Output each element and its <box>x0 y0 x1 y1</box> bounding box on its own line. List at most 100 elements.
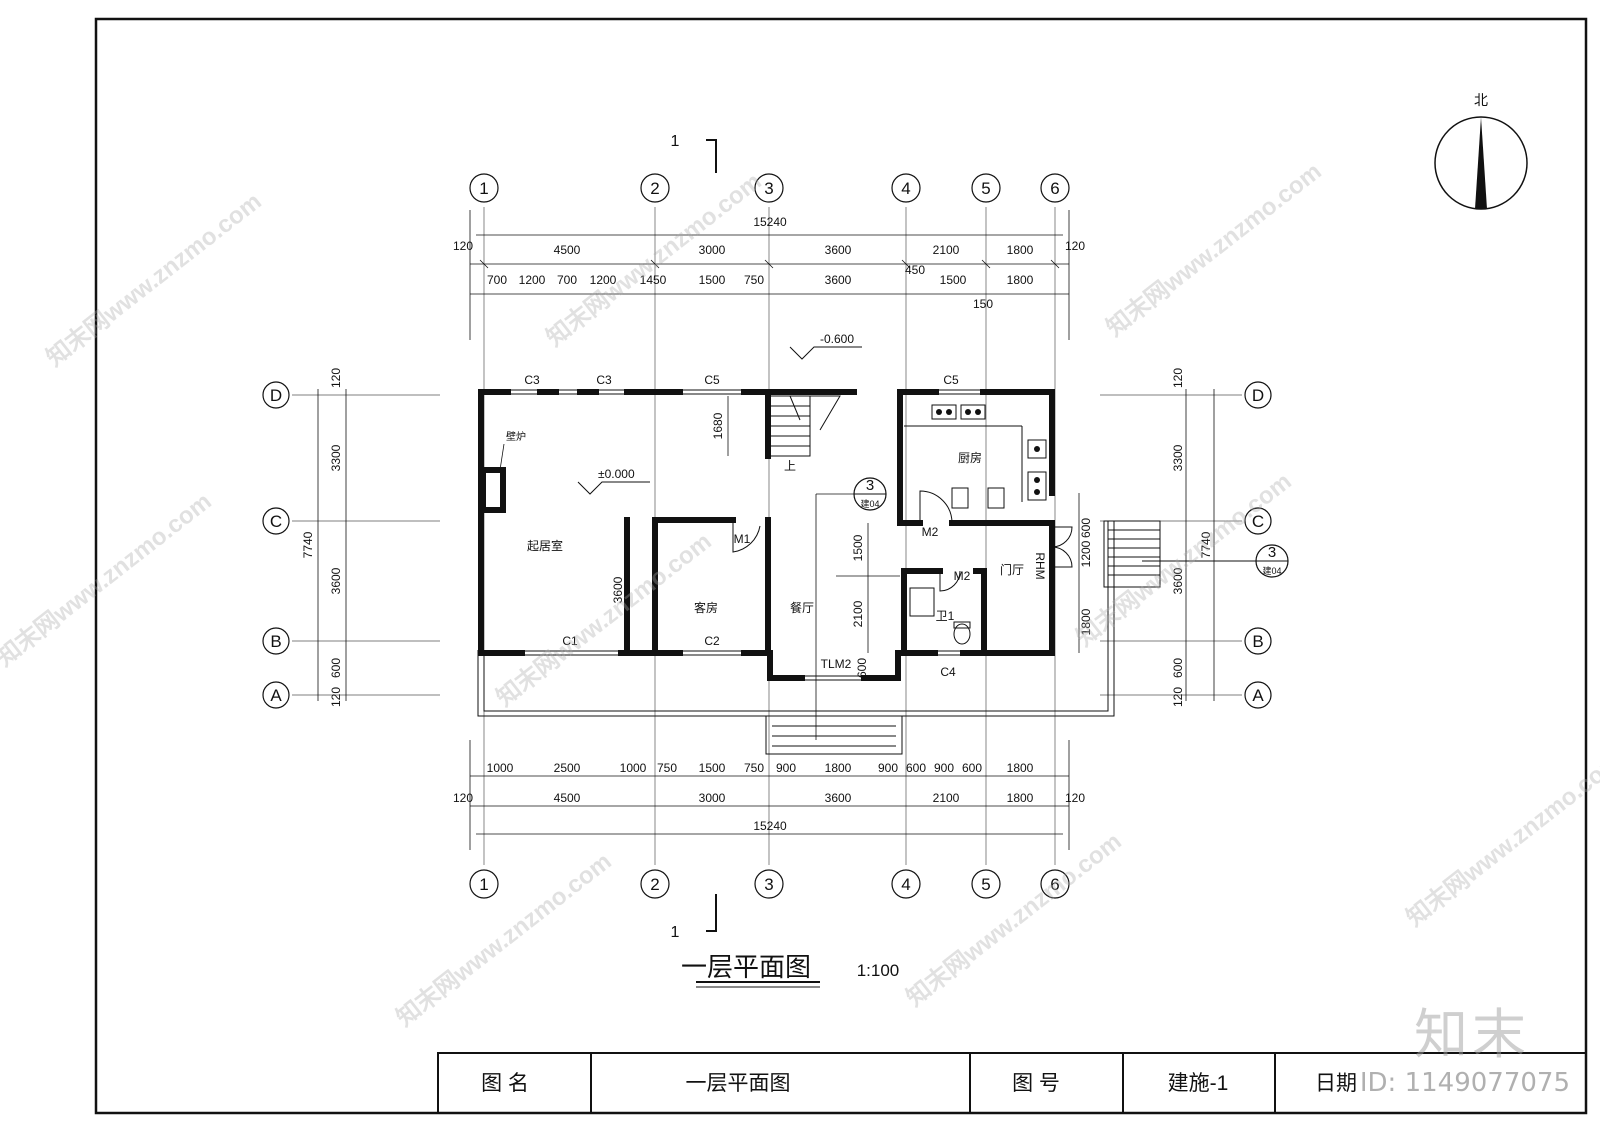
detail-number: 3 <box>866 477 874 494</box>
axis-label-y: D <box>270 386 282 405</box>
brand-logo: 知末 <box>1414 1003 1530 1066</box>
room-dining: 餐厅 <box>790 600 814 615</box>
axis-grid-lines <box>292 207 1242 865</box>
axis-label-x: 1 <box>479 179 488 198</box>
detail-sheet: 建04 <box>860 498 879 509</box>
title-block-name-label: 图 名 <box>481 1072 529 1095</box>
axis-label-x: 6 <box>1050 179 1059 198</box>
dim-overall: 7740 <box>301 531 315 558</box>
axis-label-x: 1 <box>479 875 488 894</box>
dim: 2100 <box>851 600 865 627</box>
north-label: 北 <box>1474 92 1488 108</box>
fixtures <box>904 404 1047 645</box>
fixture-burners <box>936 409 1040 495</box>
dim: 900 <box>878 761 898 775</box>
dim: 3000 <box>699 791 726 805</box>
axis-label-y: A <box>1252 686 1264 705</box>
axis-label-x: 2 <box>650 179 659 198</box>
dim: 3600 <box>1171 567 1185 594</box>
dim: 1800 <box>1007 273 1034 287</box>
axis-label-x: 3 <box>764 179 773 198</box>
door-label: M1 <box>734 532 751 546</box>
right-dimension-lines <box>1185 389 1215 701</box>
title-block-text: 图 名 一层平面图 图 号 建施-1 日期 <box>481 1072 1357 1095</box>
dim: 1500 <box>699 273 726 287</box>
section-label: 1 <box>671 924 680 941</box>
sheet-border <box>94 17 1588 1115</box>
axis-label-x: 5 <box>981 179 990 198</box>
axis-label-y: C <box>1252 512 1264 531</box>
bottom-dimension-lines <box>469 740 1070 850</box>
dim: 1800 <box>1079 608 1093 635</box>
dim: 1000 <box>620 761 647 775</box>
room-foyer: 门厅 <box>1000 562 1024 577</box>
fireplace-label: 壁炉 <box>506 430 526 443</box>
detail-sheet: 建04 <box>1262 565 1281 576</box>
doors <box>732 490 1073 592</box>
section-label: 1 <box>671 133 680 150</box>
axis-label-x: 5 <box>981 875 990 894</box>
dim: 700 <box>557 273 577 287</box>
window-label: C1 <box>562 634 578 648</box>
dim: 450 <box>905 263 925 277</box>
left-dimension-lines <box>317 389 347 701</box>
fireplace-leader <box>499 443 505 471</box>
detail-number: 3 <box>1268 544 1276 561</box>
dim: 1450 <box>640 273 667 287</box>
title-block-date-label: 日期 <box>1315 1072 1357 1095</box>
top-dimension-lines <box>469 210 1070 340</box>
dim: 3600 <box>329 567 343 594</box>
bottom-dimensions: 1000 2500 1000 750 1500 750 900 1800 900… <box>453 761 1085 833</box>
door-label: TLM2 <box>821 657 852 671</box>
inner-dimension-lines <box>627 396 1080 740</box>
dim: 3300 <box>1171 444 1185 471</box>
window-label: C3 <box>596 373 612 387</box>
window-label: C2 <box>704 634 720 648</box>
dim: 1500 <box>699 761 726 775</box>
dim: 120 <box>1171 368 1185 388</box>
dim: 4500 <box>554 243 581 257</box>
dim: 1680 <box>711 412 725 439</box>
dim: 120 <box>1065 791 1085 805</box>
dim: 600 <box>329 658 343 678</box>
axis-label-y: A <box>270 686 282 705</box>
title-block-number-label: 图 号 <box>1012 1072 1060 1095</box>
window-label: C5 <box>943 373 959 387</box>
dim: 120 <box>329 687 343 707</box>
dim: 1800 <box>1007 791 1034 805</box>
dim: 3600 <box>611 576 625 603</box>
level-outdoor: -0.600 <box>820 332 854 346</box>
axis-label-x: 3 <box>764 875 773 894</box>
top-dimensions: 15240 120 4500 3000 3600 2100 1800 120 7… <box>453 215 1085 311</box>
dim: 2100 <box>933 791 960 805</box>
dim: 3600 <box>825 273 852 287</box>
axis-labels: 1 2 3 4 5 6 1 2 3 4 5 6 D C B A D C B A <box>270 179 1264 894</box>
dim: 2100 <box>933 243 960 257</box>
dim: 150 <box>973 297 993 311</box>
left-dimensions: 120 3300 3600 600 120 7740 <box>301 368 343 707</box>
dim: 1500 <box>940 273 967 287</box>
room-guest: 客房 <box>694 600 718 615</box>
axis-label-y: C <box>270 512 282 531</box>
right-dimensions: 120 3300 3600 600 120 7740 <box>1171 368 1213 707</box>
dim: 900 <box>934 761 954 775</box>
level-indoor: ±0.000 <box>598 467 635 481</box>
stair <box>769 395 841 457</box>
room-living: 起居室 <box>527 538 563 553</box>
axis-label-y: B <box>1252 632 1263 651</box>
axis-label-y: D <box>1252 386 1264 405</box>
dim-overall: 7740 <box>1199 531 1213 558</box>
title-block-name-value: 一层平面图 <box>686 1072 791 1095</box>
dim-overall: 15240 <box>753 215 787 229</box>
dim: 2500 <box>554 761 581 775</box>
stair-up-label: 上 <box>784 459 796 473</box>
drawing-scale: 1:100 <box>857 961 900 980</box>
dim: 1500 <box>851 534 865 561</box>
dim: 120 <box>453 791 473 805</box>
dim: 1200 <box>590 273 617 287</box>
dim: 4500 <box>554 791 581 805</box>
axis-label-y: B <box>270 632 281 651</box>
axis-label-x: 4 <box>901 875 910 894</box>
dim: 1200 <box>1079 540 1093 567</box>
axis-label-x: 2 <box>650 875 659 894</box>
